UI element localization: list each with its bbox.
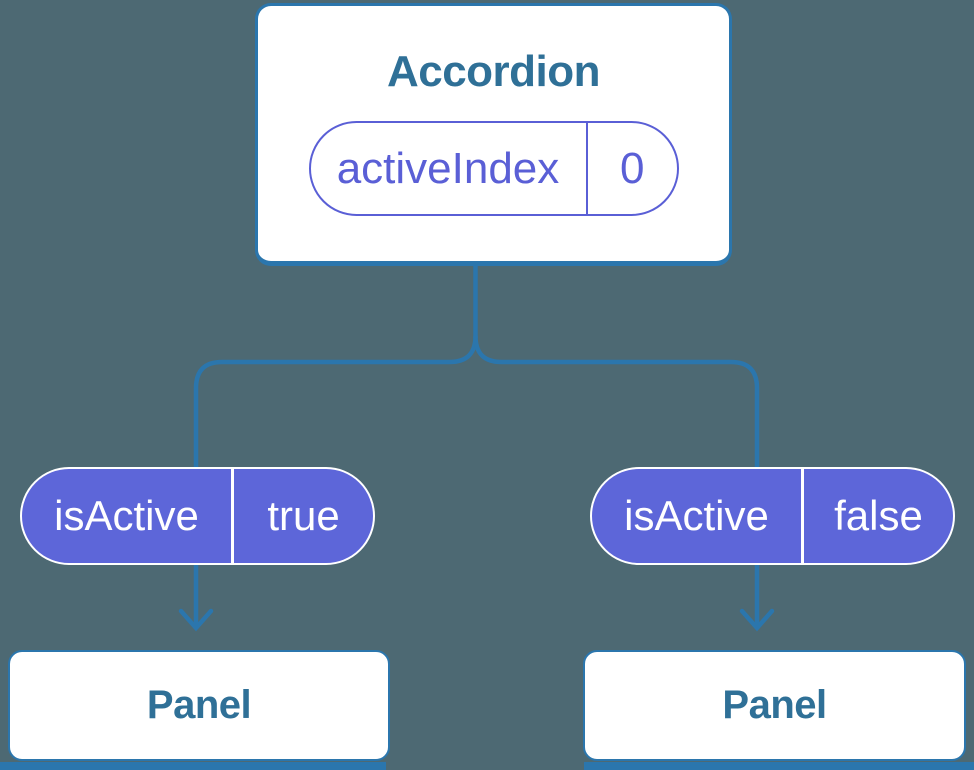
- prop-pill-isactive-false: isActive false: [590, 467, 955, 565]
- state-pill-activeindex: activeIndex 0: [308, 121, 679, 216]
- panel-component-card: Panel: [8, 650, 390, 761]
- left-branch-line: [193, 335, 478, 626]
- pill-divider: [801, 469, 804, 563]
- down-arrow-icon: [739, 608, 775, 632]
- pill-divider: [231, 469, 234, 563]
- panel-title: Panel: [722, 683, 827, 727]
- panel-component-card: Panel: [583, 650, 966, 761]
- panel-title: Panel: [146, 683, 252, 727]
- accordion-title: Accordion: [386, 47, 601, 96]
- prop-name: isActive: [54, 492, 199, 539]
- prop-pill-isactive-true: isActive true: [20, 467, 375, 565]
- prop-value: true: [267, 492, 340, 539]
- accordion-component-card: Accordion activeIndex 0: [255, 3, 732, 266]
- panel-shadow-strip: [584, 762, 974, 770]
- down-arrow-icon: [178, 608, 214, 632]
- state-value: 0: [620, 143, 645, 193]
- panel-shadow-strip: [0, 762, 386, 770]
- prop-name: isActive: [624, 492, 769, 539]
- right-branch-line: [473, 335, 760, 626]
- prop-value: false: [834, 492, 923, 539]
- pill-divider: [585, 123, 588, 214]
- state-name: activeIndex: [336, 143, 560, 193]
